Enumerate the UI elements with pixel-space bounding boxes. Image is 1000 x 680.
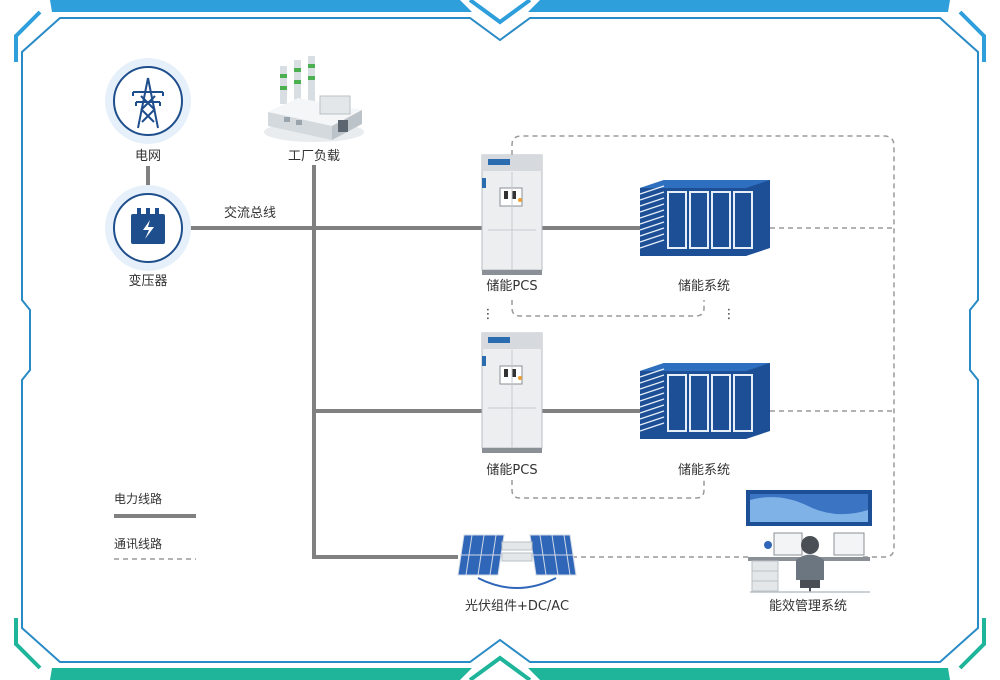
grid-node: 电网 (105, 58, 191, 164)
factory-icon (264, 56, 364, 142)
decorative-frame (14, 0, 986, 680)
transformer-label: 变压器 (128, 273, 167, 289)
legend-comm-label: 通讯线路 (114, 536, 162, 551)
legend-power-label: 电力线路 (114, 491, 162, 506)
storage-battery-1 (639, 180, 770, 256)
factory-node: 工厂负载 (264, 56, 364, 164)
transformer-node: 变压器 (105, 185, 191, 289)
ac-bus-label: 交流总线 (224, 205, 276, 221)
pv-panels (457, 534, 577, 589)
grid-label: 电网 (135, 149, 161, 164)
legend: 电力线路 通讯线路 (114, 491, 196, 560)
power-lines (146, 165, 640, 559)
storage-2-label: 储能系统 (678, 463, 730, 478)
pcs-cabinet-1 (481, 154, 543, 275)
ellipsis-right: ⋮ (723, 307, 736, 322)
power-tower-icon (132, 77, 164, 129)
comm-lines (511, 135, 895, 558)
storage-battery-2 (639, 363, 770, 439)
ems-label: 能效管理系统 (769, 599, 847, 614)
transformer-icon (131, 208, 165, 244)
storage-1-label: 储能系统 (678, 279, 730, 294)
pcs-1-label: 储能PCS (486, 279, 537, 294)
ems-workstation (746, 490, 872, 593)
factory-label: 工厂负载 (288, 149, 340, 164)
pcs-cabinet-2 (481, 332, 543, 453)
ellipsis-left: ⋮ (482, 307, 495, 322)
pv-label: 光伏组件+DC/AC (465, 599, 569, 614)
pcs-2-label: 储能PCS (486, 463, 537, 478)
